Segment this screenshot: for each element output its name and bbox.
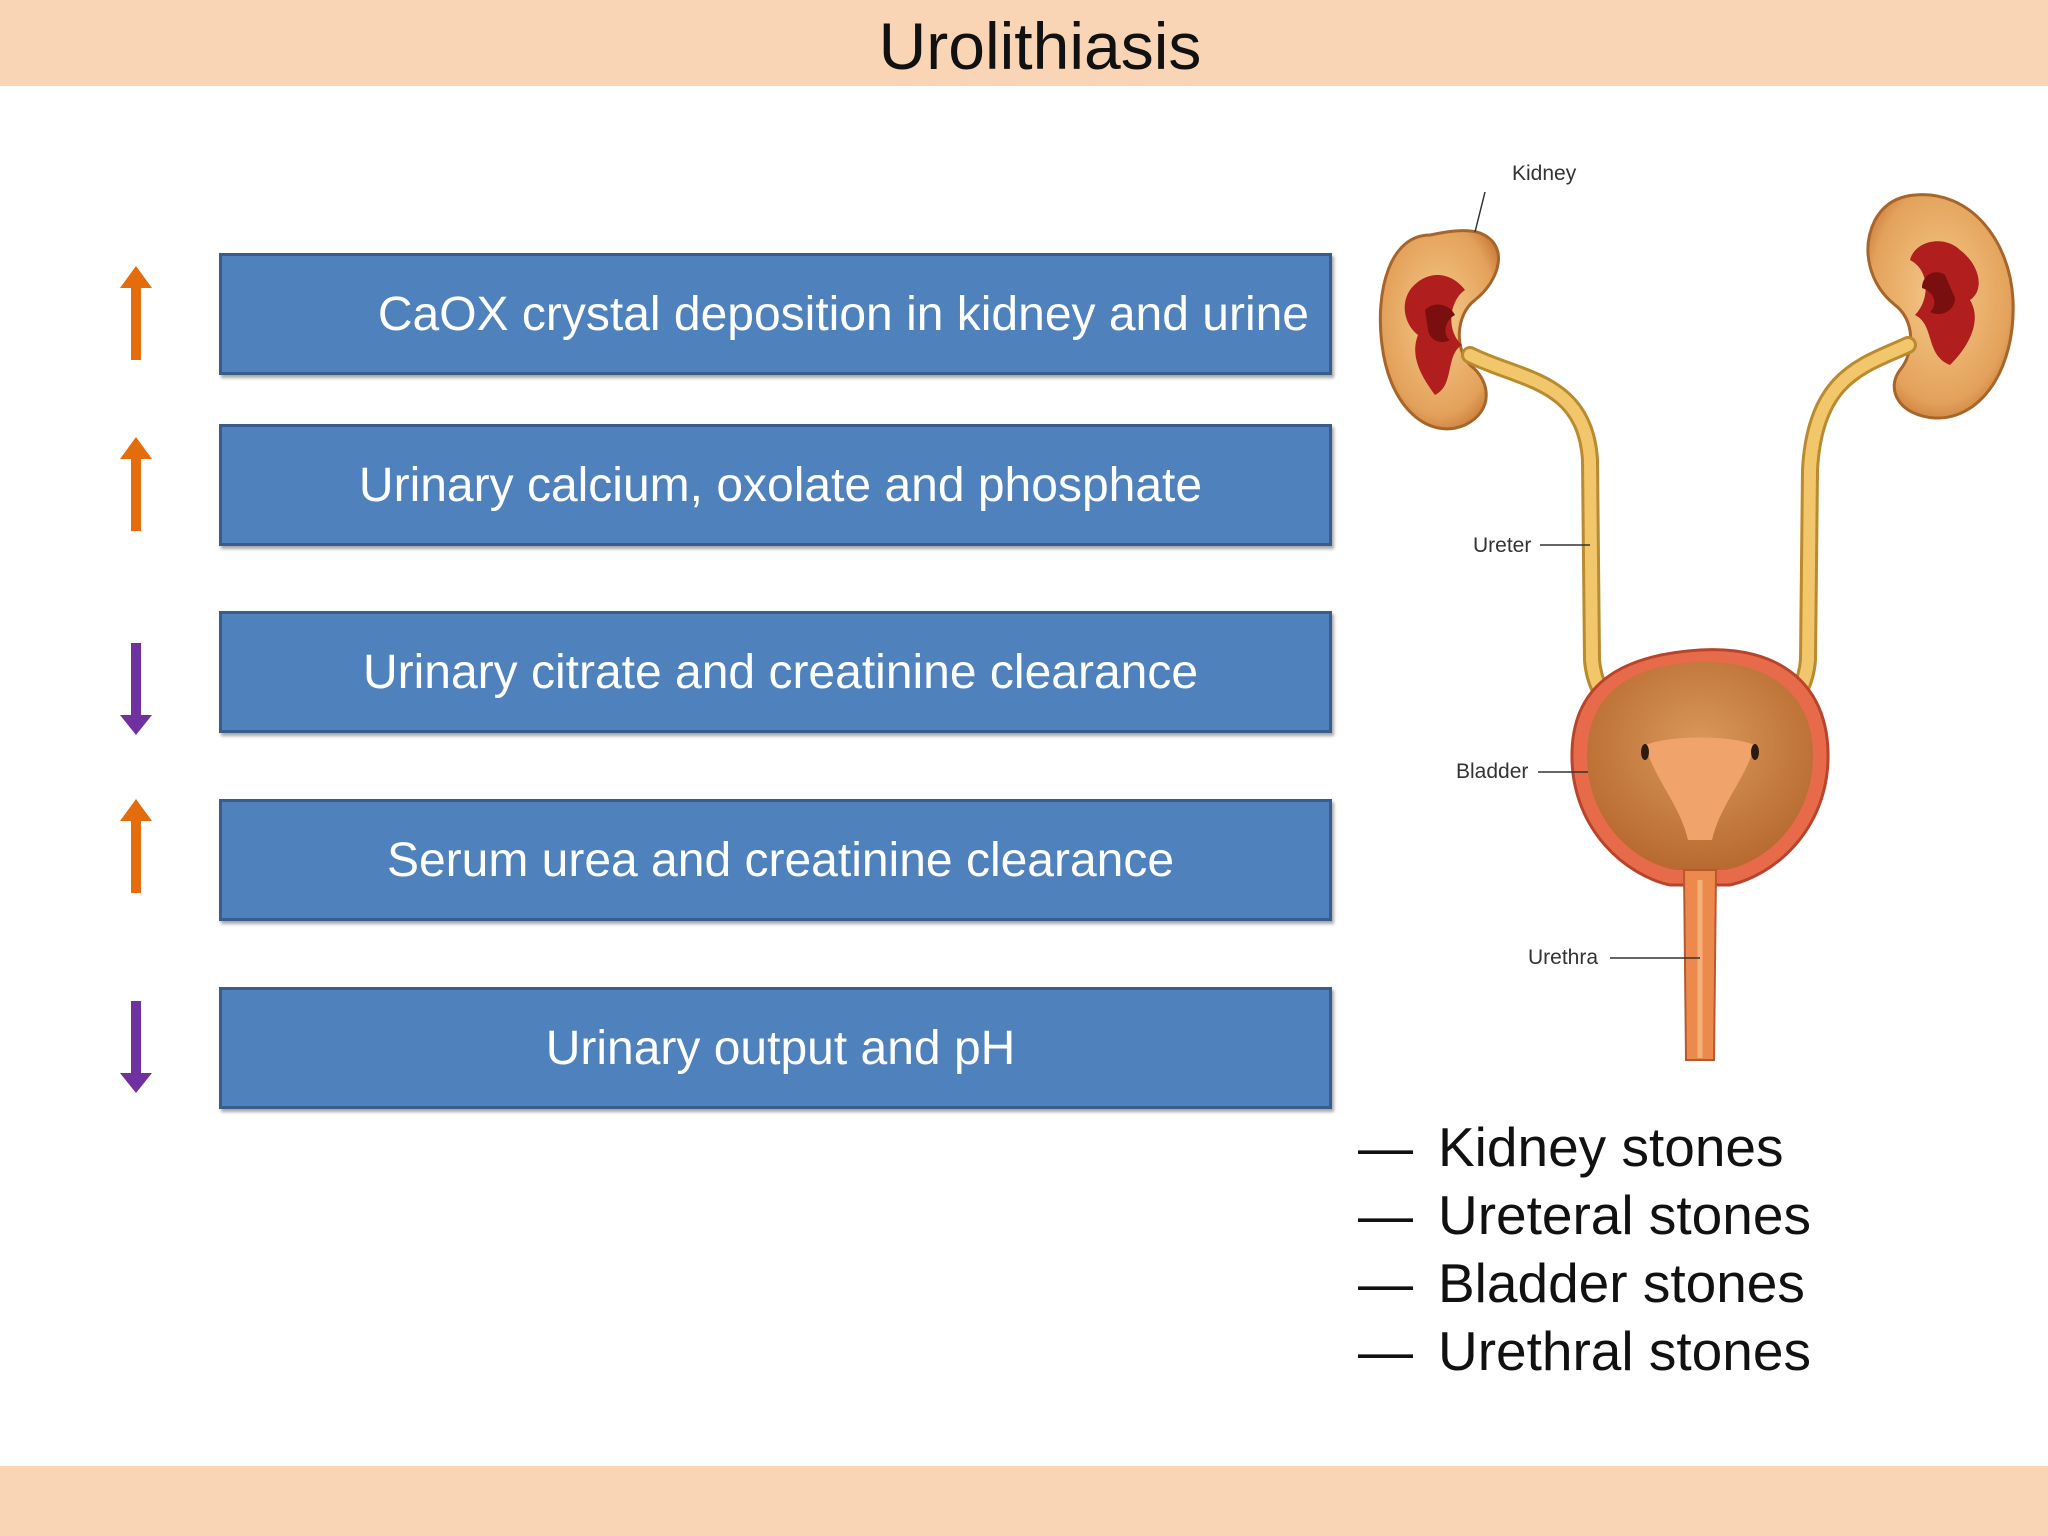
factor-box-urinary-output: Urinary output and pH	[219, 987, 1332, 1109]
slide-title: Urolithiasis	[878, 9, 1202, 83]
bladder	[1570, 648, 1830, 887]
factor-box-serum-urea: Serum urea and creatinine clearance	[219, 799, 1332, 921]
up-arrow-icon	[120, 266, 152, 360]
label-ureter: Ureter	[1473, 534, 1531, 557]
label-bladder: Bladder	[1456, 760, 1528, 783]
up-arrow-icon	[120, 437, 152, 531]
footer-bar	[0, 1466, 2048, 1536]
up-arrow-icon	[120, 799, 152, 893]
list-item: —Bladder stones	[1358, 1252, 1805, 1314]
list-item: —Ureteral stones	[1358, 1184, 1811, 1246]
list-item: —Kidney stones	[1358, 1116, 1784, 1178]
factor-box-urinary-citrate: Urinary citrate and creatinine clearance	[219, 611, 1332, 733]
list-item: —Urethral stones	[1358, 1320, 1811, 1382]
label-urethra: Urethra	[1528, 946, 1598, 969]
label-kidney: Kidney	[1512, 162, 1577, 185]
factor-box-caox-deposition: CaOX crystal deposition in kidney and ur…	[219, 253, 1332, 375]
stone-types-list: —Kidney stones —Ureteral stones —Bladder…	[1358, 1113, 1811, 1385]
left-kidney	[1378, 229, 1500, 431]
right-kidney	[1866, 193, 2015, 420]
down-arrow-icon	[120, 1001, 152, 1093]
factor-box-urinary-calcium: Urinary calcium, oxolate and phosphate	[219, 424, 1332, 546]
title-bar	[0, 0, 2048, 86]
urinary-tract-illustration: Kidney Ureter Bladder Urethra	[1378, 162, 2015, 1061]
down-arrow-icon	[120, 643, 152, 735]
